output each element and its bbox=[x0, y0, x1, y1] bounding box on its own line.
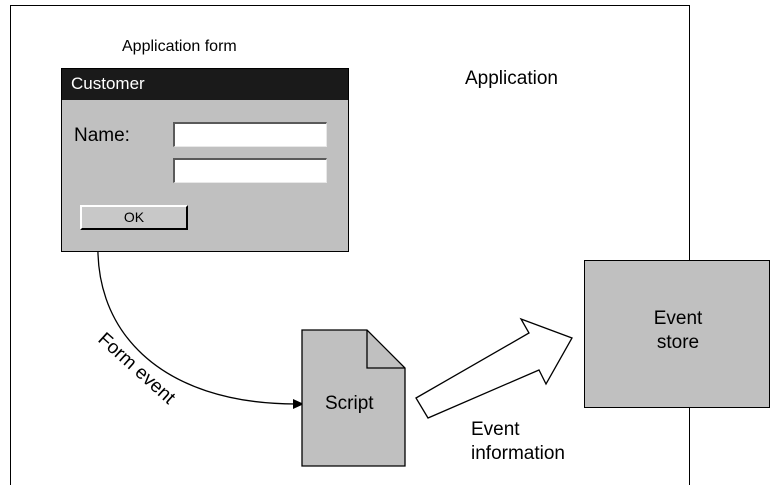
event-store-box: Event store bbox=[584, 260, 770, 408]
form-event-arrowhead bbox=[293, 399, 304, 409]
script-document bbox=[301, 329, 406, 467]
event-store-label: Event store bbox=[653, 308, 703, 353]
name-field-second[interactable] bbox=[173, 158, 327, 183]
name-label: Name: bbox=[74, 125, 130, 146]
form-title-bar: Customer bbox=[62, 69, 348, 100]
event-information-label: Event information bbox=[471, 419, 565, 464]
application-form-window: Customer Name: OK bbox=[61, 68, 349, 252]
script-label: Script bbox=[325, 393, 374, 414]
ok-button[interactable]: OK bbox=[80, 205, 188, 230]
event-information-arrow bbox=[415, 317, 573, 419]
form-window-title: Customer bbox=[71, 74, 145, 93]
form-event-arrow bbox=[97, 227, 297, 405]
script-document-fold bbox=[366, 330, 405, 369]
application-boundary bbox=[10, 5, 690, 485]
form-caption: Application form bbox=[122, 38, 237, 55]
name-field-first[interactable] bbox=[173, 122, 327, 147]
application-label: Application bbox=[465, 68, 558, 89]
